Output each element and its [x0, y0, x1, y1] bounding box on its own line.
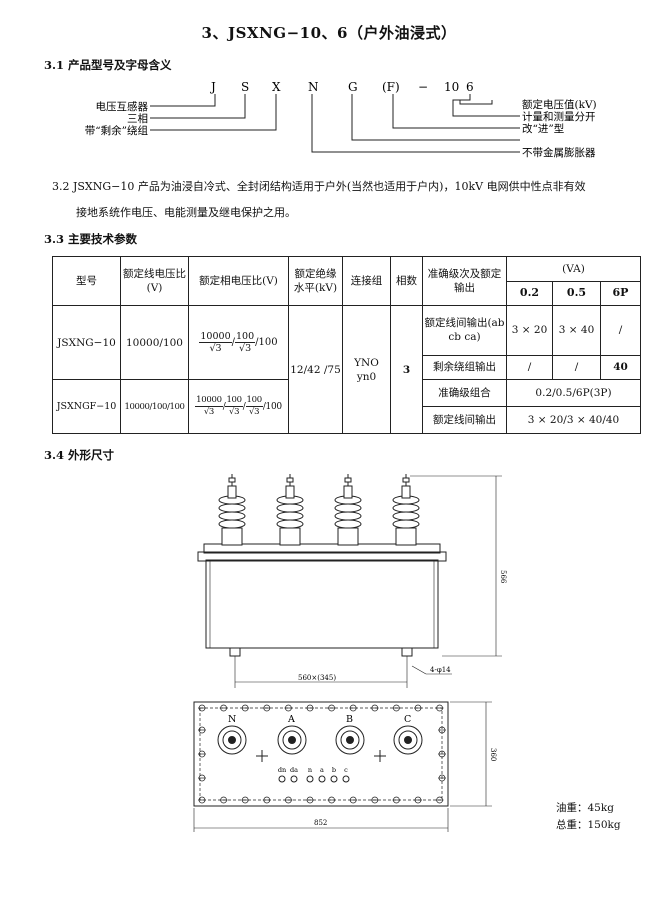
section-3-2-line1: 3.2 JSXNG−10 产品为油浸自冷式、全封闭结构适用于户外(当然也适用于户…: [52, 180, 586, 193]
th-connection-group: 连接组: [342, 255, 391, 307]
terminal-label-c: C: [404, 714, 411, 725]
dim-length: 852: [314, 819, 327, 827]
phases-value: 3: [390, 305, 423, 434]
bushing-b: [334, 474, 362, 546]
label-no-metal-expander: 不带金属膨胀器: [522, 146, 596, 159]
row2-ph-tail: /100: [262, 402, 282, 413]
th-class-0-5: 0.5: [552, 280, 601, 307]
row1-sub1-label: 额定线间输出(ab cb ca): [422, 305, 507, 356]
row2-ph-den2: √3: [228, 407, 240, 418]
oil-weight: 油重：45kg: [556, 802, 614, 814]
th-rated-line-ratio: 额定线电压比(V): [120, 255, 189, 307]
label-metering-separate: 计量和测量分开: [522, 110, 596, 123]
code-letter-g: G: [348, 80, 358, 94]
th-class-6p: 6P: [599, 280, 642, 307]
th-phases: 相数: [390, 255, 423, 307]
code-letter-f: (F): [382, 80, 400, 94]
row1-line-ratio: 10000/100: [120, 305, 189, 381]
row1-ph-den1: √3: [209, 343, 222, 355]
row1-ph-den2: √3: [239, 343, 252, 355]
page-title: 3、JSXNG−10、6（户外油浸式）: [201, 24, 457, 42]
dim-depth: 360: [489, 748, 497, 761]
code-letter-s: S: [241, 80, 249, 94]
bushing-c: [392, 474, 420, 546]
label-voltage-transformer: 电压互感器: [96, 100, 149, 113]
section-3-2-line2: 接地系统作电压、电能测量及继电保护之用。: [76, 206, 296, 219]
row2-model: JSXNGF−10: [52, 379, 121, 434]
row2-ph-num3: 100: [245, 395, 263, 408]
code-letter-x: X: [272, 80, 281, 94]
sec-terminal-c: c: [344, 766, 348, 774]
row1-sub2-label: 剩余绕组输出: [422, 354, 507, 381]
row1-ph-tail: /100: [255, 337, 278, 349]
row2-phase-ratio: 10000√3/100√3/100√3/100: [188, 379, 289, 434]
insulation-value: 12/42 /75: [288, 305, 343, 434]
row1-sub2-v1: /: [506, 354, 553, 381]
row2-sub1-value: 0.2/0.5/6P(3P): [505, 379, 642, 408]
code-letter-n: N: [308, 80, 319, 94]
th-accuracy-output: 准确级次及额定输出: [422, 255, 507, 307]
row2-sub2-value: 3 × 20/3 × 40/40: [505, 406, 642, 434]
dim-base: 560×(345): [298, 674, 336, 682]
dim-hole: 4-φ14: [430, 666, 451, 674]
th-insulation-level: 额定绝缘水平(kV): [288, 255, 343, 307]
label-three-phase: 三相: [127, 112, 148, 125]
sec-terminal-n: n: [308, 766, 312, 774]
row2-ph-den3: √3: [249, 407, 260, 418]
sec-terminal-a: a: [320, 766, 324, 774]
sec-terminal-da: da: [290, 766, 298, 774]
bushing-a: [276, 474, 304, 546]
th-rated-phase-ratio: 额定相电压比(V): [188, 255, 289, 307]
row1-sub2-v2: /: [552, 354, 601, 381]
row1-phase-ratio: 10000√3/100√3/100: [188, 305, 289, 381]
row2-sub2-label: 额定线间输出: [422, 406, 507, 434]
code-letter-j: J: [209, 80, 216, 94]
row1-sub1-v1: 3 × 20: [506, 305, 553, 356]
row2-sub1-label: 准确级组合: [422, 379, 507, 408]
sec-terminal-dn: dn: [278, 766, 286, 774]
outline-drawing: 566 560×(345) 4-φ14 N A B C dn da n a b …: [193, 474, 507, 832]
code-variant: 6: [466, 80, 474, 94]
weights: 油重：45kg 总重：150kg: [556, 800, 621, 834]
code-voltage: 10: [444, 80, 459, 94]
row2-ph-den1: √3: [203, 407, 215, 418]
row1-sub2-v3: 40: [599, 354, 642, 381]
model-code-diagram: J S X N G (F) − 10 6 电压互感器 三相 带“剩余”绕组 额定…: [85, 80, 597, 159]
label-rated-voltage: 额定电压值(kV): [522, 98, 597, 111]
label-improved-type: 改“进”型: [522, 122, 564, 135]
row1-ph-num1: 10000: [199, 331, 232, 344]
row2-ph-num2: 100: [225, 395, 243, 408]
row2-line-ratio: 10000/100/100: [120, 379, 189, 434]
th-class-0-2: 0.2: [506, 280, 553, 307]
section-3-3-heading: 3.3 主要技术参数: [44, 232, 138, 246]
dim-height: 566: [499, 570, 507, 584]
terminal-label-n: N: [228, 714, 236, 725]
connection-value: YNO yn0: [342, 305, 391, 434]
row1-sub1-v2: 3 × 40: [552, 305, 601, 356]
spec-table: 型号 额定线电压比(V) 额定相电压比(V) 额定绝缘水平(kV) 连接组 相数…: [52, 255, 642, 434]
lid-bolts: [198, 704, 446, 804]
total-weight: 总重：150kg: [556, 819, 621, 831]
label-residual-winding: 带“剩余”绕组: [85, 124, 149, 137]
terminal-label-b: B: [346, 714, 353, 725]
bushing-n: [218, 474, 246, 546]
terminal-label-a: A: [287, 714, 295, 725]
row1-sub1-v3: /: [599, 305, 642, 356]
code-dash: −: [418, 80, 428, 94]
th-va: (VA): [505, 256, 642, 282]
sec-terminal-b: b: [332, 766, 336, 774]
row1-model: JSXNG−10: [52, 305, 121, 381]
section-3-1-heading: 3.1 产品型号及字母含义: [44, 58, 172, 72]
th-model: 型号: [52, 255, 121, 307]
row1-ph-num2: 100: [235, 331, 256, 344]
section-3-4-heading: 3.4 外形尺寸: [44, 448, 115, 462]
row2-ph-num1: 10000: [195, 395, 223, 408]
